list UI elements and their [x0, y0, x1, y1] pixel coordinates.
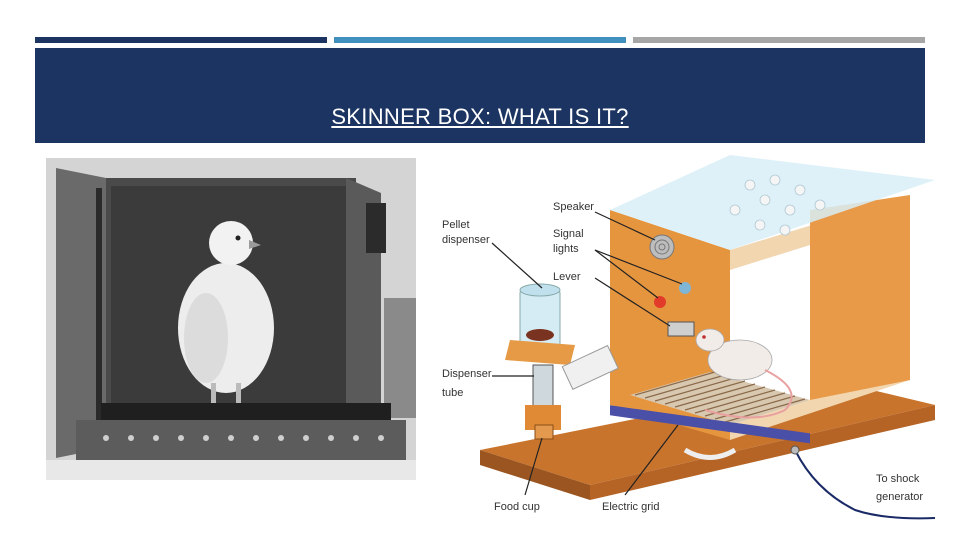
accent-bar-blue	[334, 37, 626, 43]
slide-title: SKINNER BOX: WHAT IS IT?	[0, 104, 960, 130]
accent-bar-gray	[633, 37, 925, 43]
label-electric-grid: Electric grid	[602, 501, 659, 513]
label-speaker: Speaker	[553, 201, 594, 213]
label-pellet-dispenser-1: Pellet	[442, 219, 470, 231]
label-dispenser-tube-2: tube	[442, 387, 463, 399]
pellet-dispenser	[505, 284, 575, 365]
label-food-cup: Food cup	[494, 501, 540, 513]
label-to-shock-generator-1: To shock	[876, 473, 920, 485]
label-dispenser-tube-1: Dispenser	[442, 368, 492, 380]
label-lever: Lever	[553, 271, 581, 283]
pigeon-skinner-box-photo	[46, 158, 416, 480]
label-pellet-dispenser-2: dispenser	[442, 234, 490, 246]
label-signal-lights-2: lights	[553, 243, 579, 255]
label-signal-lights-1: Signal	[553, 228, 584, 240]
food-cup	[535, 425, 553, 439]
label-to-shock-generator-2: generator	[876, 491, 923, 503]
signal-light-red	[654, 296, 666, 308]
accent-bar-dark	[35, 37, 327, 43]
speaker-icon	[650, 235, 674, 259]
skinner-box-diagram: Pellet dispenser Speaker Signal lights L…	[430, 150, 935, 520]
lever	[668, 322, 694, 336]
